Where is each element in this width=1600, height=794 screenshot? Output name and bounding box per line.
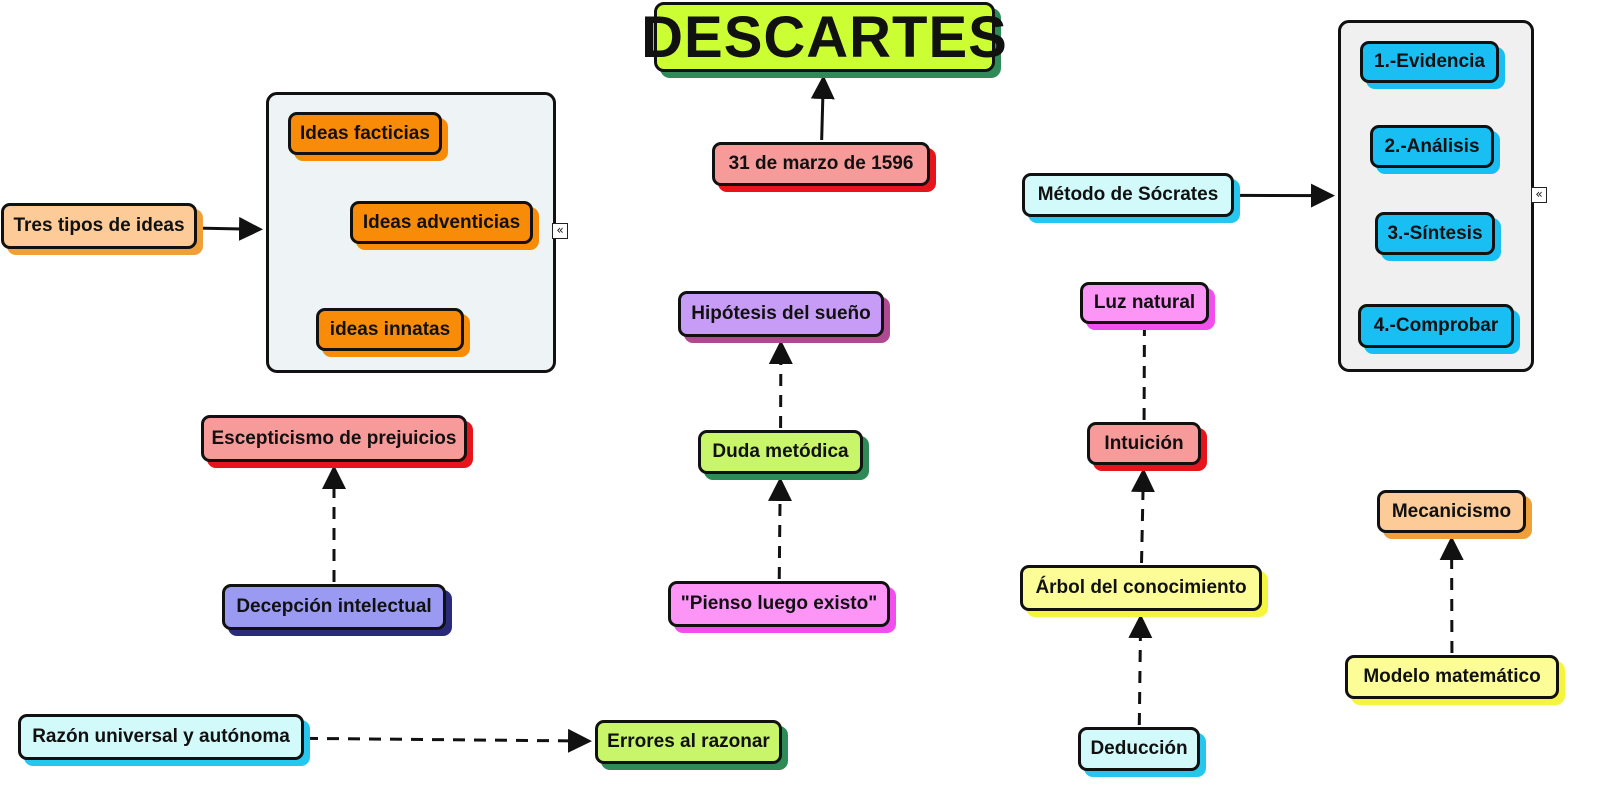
edge-date-to-title [810,74,835,141]
edge-arbol-to-intuicion [1130,467,1155,564]
edge-deduccion-to-arbol [1128,613,1153,726]
node-errores-al-razonar[interactable]: Errores al razonar [595,720,782,764]
node-modelo-matematico[interactable]: Modelo matemático [1345,655,1559,699]
collapse-ideas-group-icon[interactable]: « [552,223,568,239]
node-luz-natural[interactable]: Luz natural [1080,282,1209,324]
title-node[interactable]: DESCARTES [641,2,1007,72]
edge-pienso-to-duda [768,476,793,580]
node-date[interactable]: 31 de marzo de 1596 [712,142,930,186]
node-razon-universal[interactable]: Razón universal y autónoma [18,714,304,760]
node-arbol-del-conocimiento[interactable]: Árbol del conocimiento [1020,565,1262,611]
node-decepcion-intelectual[interactable]: Decepción intelectual [222,584,446,630]
edge-razon-to-errores [305,728,593,753]
node-deduccion[interactable]: Deducción [1078,727,1200,771]
node-sintesis[interactable]: 3.-Síntesis [1375,212,1495,255]
edge-tres_tipos-to-ideas_group [198,216,264,241]
node-comprobar[interactable]: 4.-Comprobar [1358,304,1514,348]
node-hipotesis-del-sueno[interactable]: Hipótesis del sueño [678,291,884,337]
node-intuicion[interactable]: Intuición [1087,422,1201,465]
node-metodo-de-socrates[interactable]: Método de Sócrates [1022,173,1234,217]
node-pienso-luego-existo[interactable]: "Pienso luego existo" [668,581,890,627]
node-evidencia[interactable]: 1.-Evidencia [1360,41,1499,83]
node-duda-metodica[interactable]: Duda metódica [698,430,863,474]
node-ideas-innatas[interactable]: ideas innatas [316,308,464,351]
node-ideas-adventicias[interactable]: Ideas adventicias [350,201,533,244]
collapse-metodo-group-icon[interactable]: « [1531,187,1547,203]
node-mecanicismo[interactable]: Mecanicismo [1377,490,1526,533]
node-analisis[interactable]: 2.-Análisis [1370,125,1494,168]
node-ideas-facticias[interactable]: Ideas facticias [288,112,442,155]
node-escepticismo-de-prejuicios[interactable]: Escepticismo de prejuicios [201,415,467,462]
node-tres-tipos-de-ideas[interactable]: Tres tipos de ideas [1,203,197,249]
